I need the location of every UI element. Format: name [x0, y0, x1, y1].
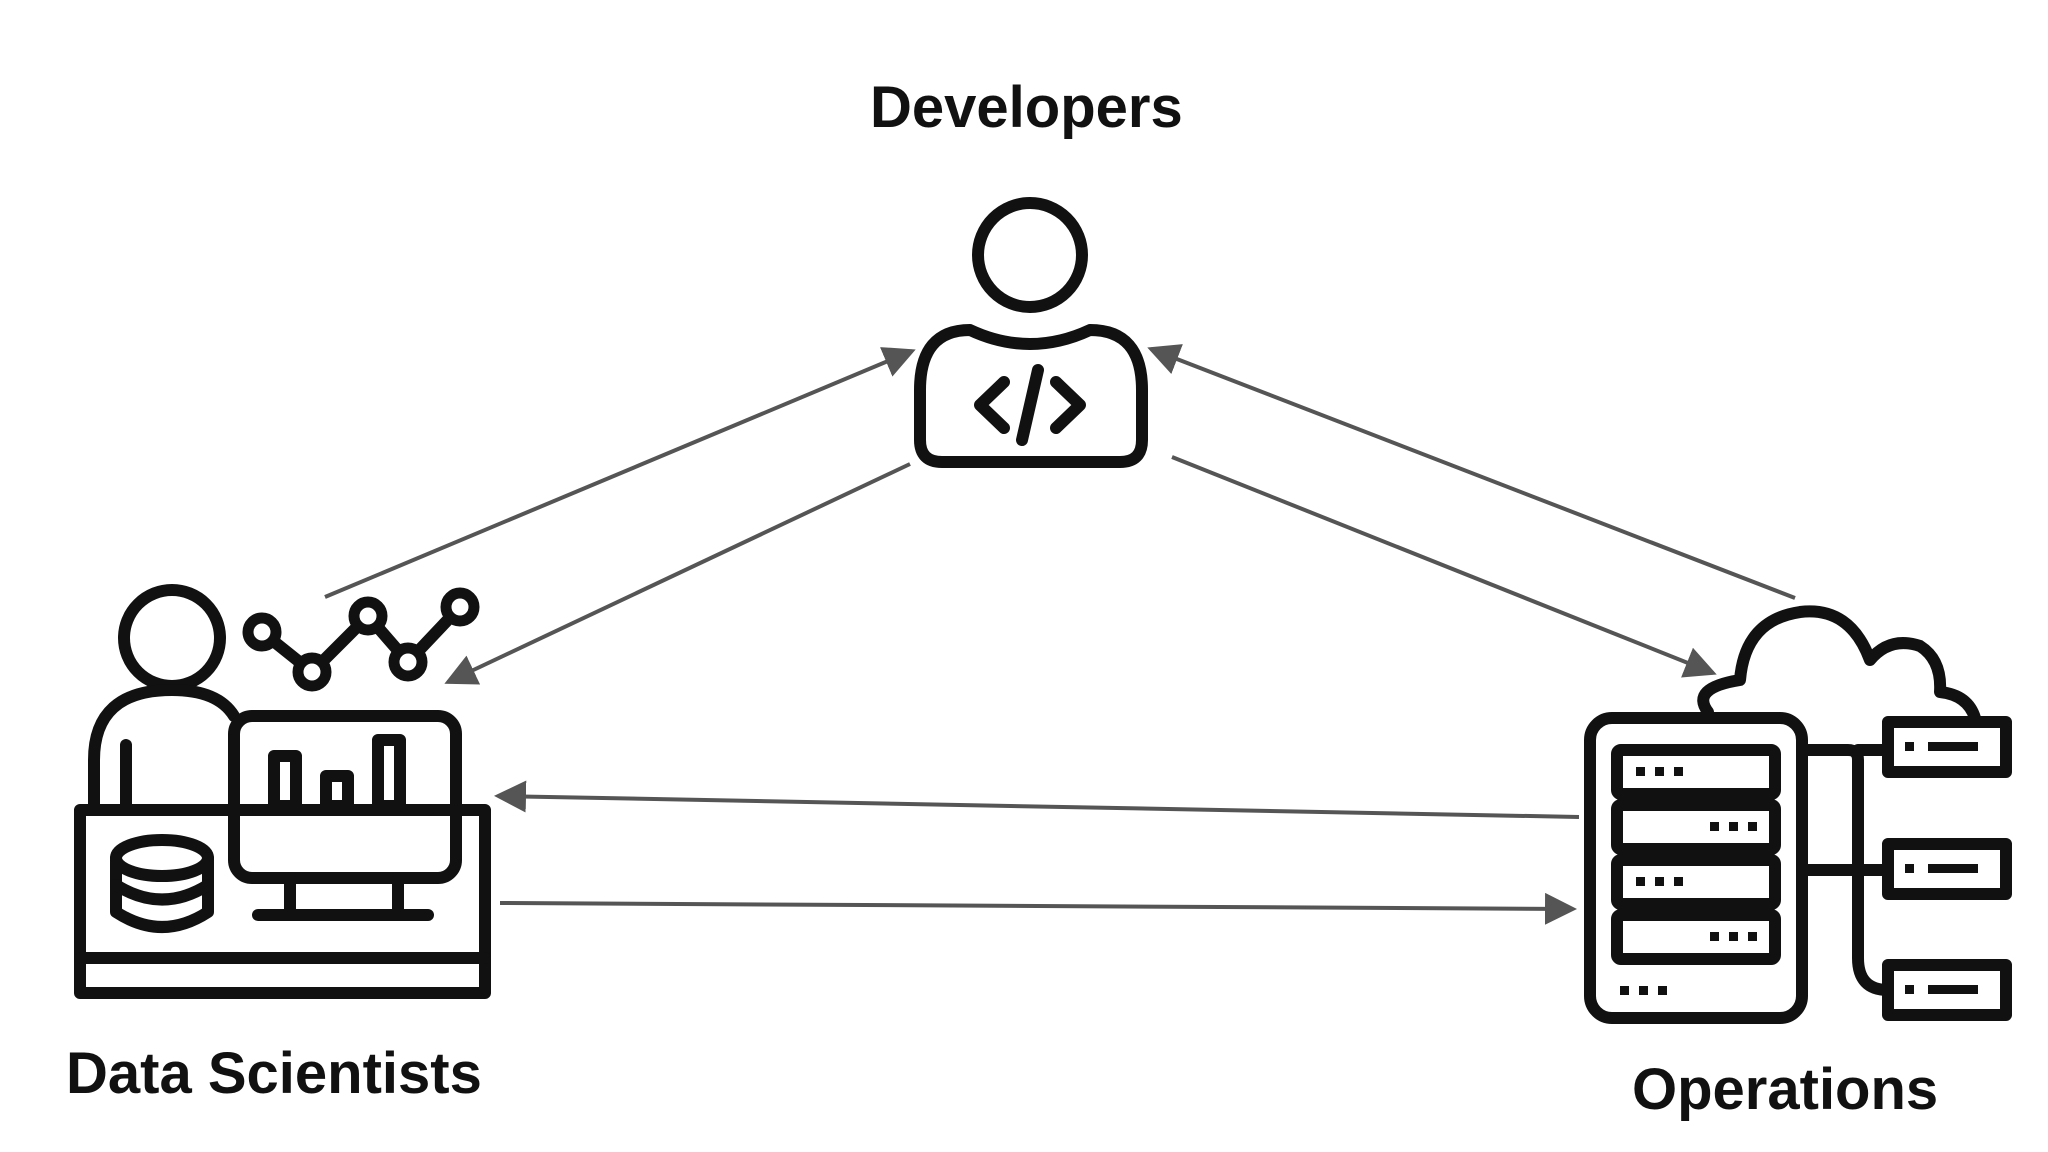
arrow-data-scientists-to-developers: [324, 347, 916, 599]
operations-label: Operations: [1632, 1057, 1939, 1122]
data-scientists-label: Data Scientists: [66, 1041, 482, 1106]
arrow-developers-to-data-scientists: [444, 462, 911, 685]
arrow-data-scientists-to-operations: [499, 892, 1577, 925]
data-scientist-workstation-icon: [74, 584, 491, 999]
developer-code-icon: [914, 197, 1148, 468]
arrows: [324, 344, 1796, 925]
developers-label: Developers: [870, 75, 1183, 140]
arrow-operations-to-developers: [1147, 344, 1796, 600]
cloud-server-icon: [1584, 605, 2012, 1024]
arrow-developers-to-operations: [1171, 455, 1717, 678]
arrow-operations-to-data-scientists: [494, 780, 1580, 819]
